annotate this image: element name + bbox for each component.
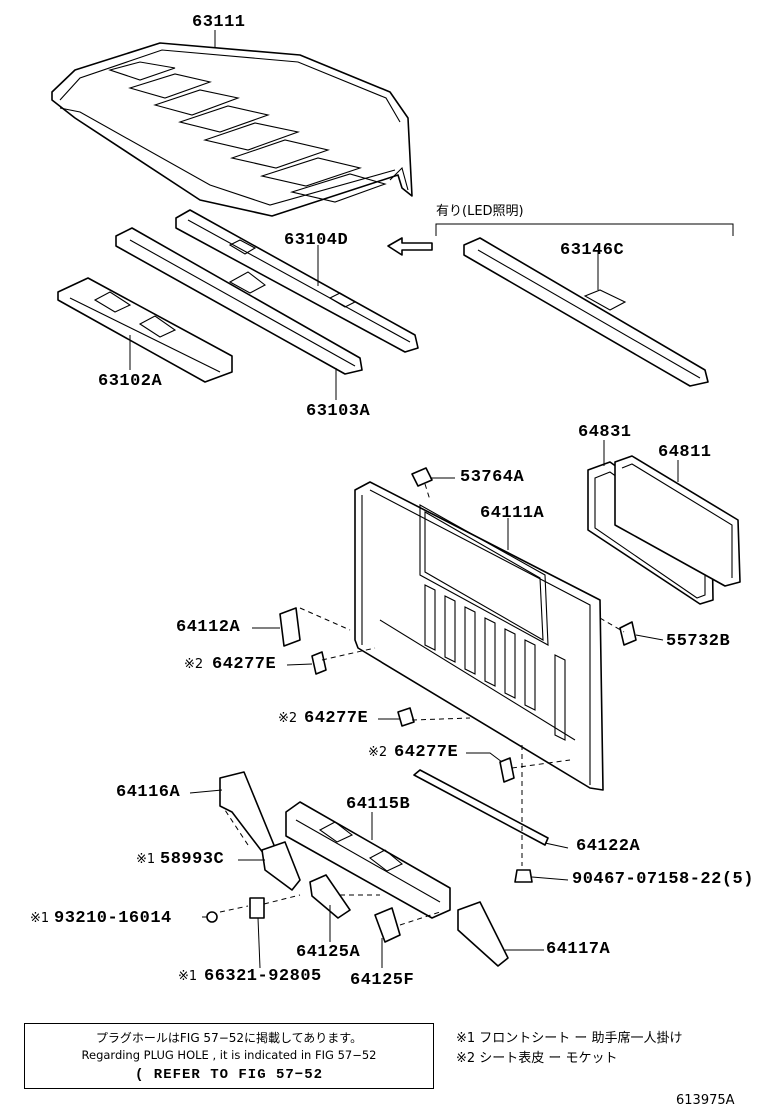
bracket-64117A[interactable] xyxy=(457,901,509,967)
mark-1-b: ※1 xyxy=(30,911,50,926)
part-number-90467[interactable]: 90467-07158-22(5) xyxy=(572,870,754,889)
figure-id: 613975A xyxy=(676,1093,735,1108)
part-number-64277E-c[interactable]: 64277E xyxy=(394,743,459,762)
led-bracket xyxy=(435,223,734,236)
legend-note-2: ※2 シート表皮 ー モケット xyxy=(456,1051,618,1066)
mark-1-c: ※1 xyxy=(178,969,198,984)
reference-box: プラグホールはFIG 57−52に掲載してあります。 Regarding PLU… xyxy=(24,1023,434,1089)
reference-figure-link[interactable]: ( REFER TO FIG 57−52 xyxy=(134,1067,324,1083)
part-number-58993C[interactable]: 58993C xyxy=(160,850,225,869)
mark-2-a: ※2 xyxy=(184,657,204,672)
bracket-64125A[interactable] xyxy=(309,874,351,919)
part-number-63103A[interactable]: 63103A xyxy=(306,402,371,421)
screw-93210[interactable] xyxy=(206,911,218,923)
lower-panel-64115B[interactable] xyxy=(285,801,451,919)
bracket-64125F[interactable] xyxy=(374,907,401,943)
roof-rail-63146C[interactable] xyxy=(463,237,709,387)
part-number-66321[interactable]: 66321-92805 xyxy=(204,967,322,986)
mark-1-a: ※1 xyxy=(136,852,156,867)
bracket-58993C[interactable] xyxy=(261,841,301,891)
reference-japanese: プラグホールはFIG 57−52に掲載してあります。 xyxy=(95,1031,363,1045)
back-glass-64811[interactable] xyxy=(614,455,741,587)
part-number-64112A[interactable]: 64112A xyxy=(176,618,241,637)
part-number-64122A[interactable]: 64122A xyxy=(576,837,641,856)
part-number-63102A[interactable]: 63102A xyxy=(98,372,163,391)
hinge-64112A[interactable] xyxy=(279,607,301,647)
clip-64277E-b[interactable] xyxy=(397,707,415,727)
clip-64277E-a[interactable] xyxy=(311,651,327,675)
led-note: 有り(LED照明) xyxy=(436,204,524,219)
roof-rail-63102A[interactable] xyxy=(57,277,233,383)
part-number-63104D[interactable]: 63104D xyxy=(284,231,349,250)
roof-rail-63103A[interactable] xyxy=(115,227,363,375)
part-number-53764A[interactable]: 53764A xyxy=(460,468,525,487)
part-number-63146C[interactable]: 63146C xyxy=(560,241,625,260)
part-number-64117A[interactable]: 64117A xyxy=(546,940,611,959)
seal-strip-64122A[interactable] xyxy=(413,769,549,846)
part-number-93210[interactable]: 93210-16014 xyxy=(54,909,172,928)
part-number-64125A[interactable]: 64125A xyxy=(296,943,361,962)
clip-90467[interactable] xyxy=(514,869,533,883)
clip-53764A[interactable] xyxy=(411,467,433,487)
part-number-64125F[interactable]: 64125F xyxy=(350,971,415,990)
cushion-66321[interactable] xyxy=(249,897,265,919)
roof-rail-63104D[interactable] xyxy=(175,209,419,353)
part-number-64831[interactable]: 64831 xyxy=(578,423,632,442)
mark-2-c: ※2 xyxy=(368,745,388,760)
part-number-64111A[interactable]: 64111A xyxy=(480,504,545,523)
legend-note-1: ※1 フロントシート ー 助手席一人掛け xyxy=(456,1031,683,1046)
part-number-55732B[interactable]: 55732B xyxy=(666,632,731,651)
part-number-64811[interactable]: 64811 xyxy=(658,443,712,462)
roof-panel-63111[interactable] xyxy=(51,42,413,217)
reference-english: Regarding PLUG HOLE , it is indicated in… xyxy=(81,1048,377,1062)
arrow-icon xyxy=(387,237,433,256)
mark-2-b: ※2 xyxy=(278,711,298,726)
part-number-64277E-a[interactable]: 64277E xyxy=(212,655,277,674)
clip-64277E-c[interactable] xyxy=(499,757,515,783)
back-panel-64111A[interactable] xyxy=(354,481,604,791)
leader-lines xyxy=(129,30,679,969)
part-number-64277E-b[interactable]: 64277E xyxy=(304,709,369,728)
part-number-63111[interactable]: 63111 xyxy=(192,13,246,32)
clip-55732B[interactable] xyxy=(619,621,637,646)
part-number-64115B[interactable]: 64115B xyxy=(346,795,411,814)
part-number-64116A[interactable]: 64116A xyxy=(116,783,181,802)
